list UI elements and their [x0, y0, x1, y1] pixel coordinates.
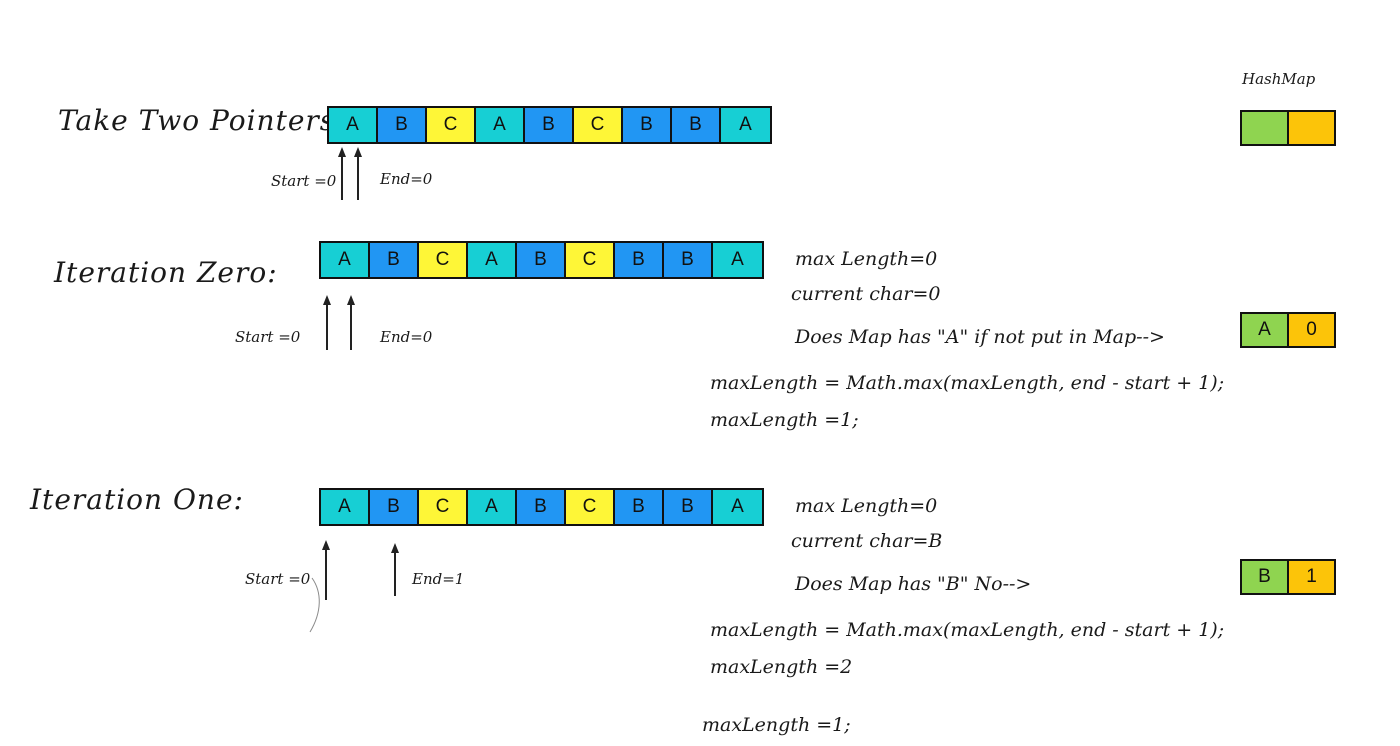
array-cell: C	[566, 490, 615, 524]
array-cell: B	[672, 108, 721, 142]
array-cell: A	[468, 243, 517, 277]
array-cell: A	[329, 108, 378, 142]
array-cell: A	[321, 490, 370, 524]
array-cell: B	[615, 243, 664, 277]
formula-text: maxLength = Math.max(maxLength, end - st…	[710, 619, 1225, 641]
array-cell: A	[476, 108, 525, 142]
array-cell: B	[623, 108, 672, 142]
step-title-take-two-pointers: Take Two Pointers	[58, 104, 336, 137]
start-pointer-label: Start =0	[235, 328, 301, 346]
array-cell: B	[525, 108, 574, 142]
end-pointer-label: End=0	[380, 328, 433, 346]
array-cell: B	[615, 490, 664, 524]
array-cell: C	[419, 243, 468, 277]
hashmap-key-cell: B	[1242, 561, 1289, 593]
array-cell: B	[378, 108, 427, 142]
hashmap-label: HashMap	[1242, 70, 1316, 88]
max-length-text: max Length=0	[795, 248, 938, 270]
max-length-text: max Length=0	[795, 495, 938, 517]
array-cell: B	[370, 490, 419, 524]
array-cell: A	[468, 490, 517, 524]
map-question-text: Does Map has "B" No-->	[795, 573, 1032, 595]
array-cell: B	[370, 243, 419, 277]
hashmap-entry-b: B 1	[1240, 559, 1336, 595]
array-cell: B	[664, 243, 713, 277]
array-cell: C	[427, 108, 476, 142]
hashmap-key-cell: A	[1242, 314, 1289, 346]
hashmap-value-cell	[1289, 112, 1334, 144]
hashmap-entry-a: A 0	[1240, 312, 1336, 348]
hashmap-value-cell: 1	[1289, 561, 1334, 593]
array-cell: C	[574, 108, 623, 142]
array-cell: A	[321, 243, 370, 277]
array-cell: A	[721, 108, 770, 142]
scribble-stroke	[309, 577, 320, 633]
hashmap-empty	[1240, 110, 1336, 146]
start-pointer-label: Start =0	[271, 172, 337, 190]
hashmap-value-cell: 0	[1289, 314, 1334, 346]
end-pointer-label: End=1	[412, 570, 465, 588]
array-cell: B	[664, 490, 713, 524]
array-cell: A	[713, 490, 762, 524]
array-cell: C	[419, 490, 468, 524]
map-question-text: Does Map has "A" if not put in Map-->	[795, 326, 1165, 348]
end-pointer-label: End=0	[380, 170, 433, 188]
array-cell: C	[566, 243, 615, 277]
array-cell: A	[713, 243, 762, 277]
current-char-text: current char=B	[791, 530, 943, 552]
current-char-text: current char=0	[791, 283, 941, 305]
result-text: maxLength =2	[710, 656, 853, 678]
array-cell: B	[517, 490, 566, 524]
extra-result-text: maxLength =1;	[702, 714, 851, 736]
formula-text: maxLength = Math.max(maxLength, end - st…	[710, 372, 1225, 394]
step-title-iteration-one: Iteration One:	[30, 483, 244, 516]
result-text: maxLength =1;	[710, 409, 859, 431]
step-title-iteration-zero: Iteration Zero:	[54, 256, 278, 289]
start-pointer-label: Start =0	[245, 570, 311, 588]
hashmap-key-cell	[1242, 112, 1289, 144]
array-cell: B	[517, 243, 566, 277]
